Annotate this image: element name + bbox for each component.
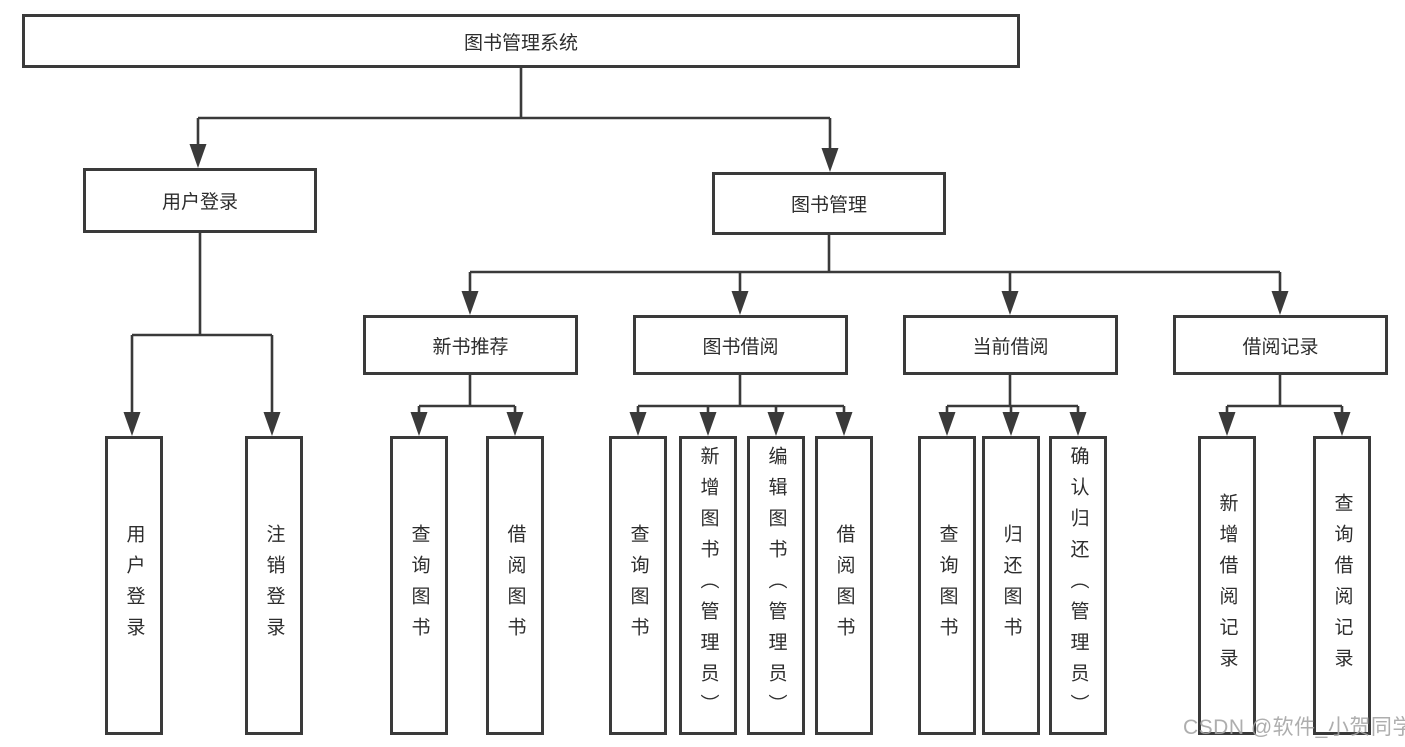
node-leaf-nb-query-book: 查询图书 (390, 436, 448, 735)
node-label: 归还图书 (1000, 523, 1022, 648)
node-leaf-nb-borrow-book: 借阅图书 (486, 436, 544, 735)
node-leaf-bb-query-book: 查询图书 (609, 436, 667, 735)
node-label: 编辑图书（管理员） (765, 446, 787, 725)
node-leaf-cb-return-book: 归还图书 (982, 436, 1040, 735)
node-leaf-logout: 注销登录 (245, 436, 303, 735)
node-label: 确认归还（管理员） (1067, 446, 1089, 725)
node-root: 图书管理系统 (22, 14, 1020, 68)
node-borrow-record: 借阅记录 (1173, 315, 1388, 375)
node-label: 注销登录 (263, 523, 285, 648)
node-current-borrow: 当前借阅 (903, 315, 1118, 375)
node-label: 查询图书 (408, 523, 430, 648)
node-label: 借阅图书 (833, 523, 855, 648)
node-leaf-bb-edit-book: 编辑图书（管理员） (747, 436, 805, 735)
node-user-login: 用户登录 (83, 168, 317, 233)
node-leaf-br-add-record: 新增借阅记录 (1198, 436, 1256, 735)
node-label: 查询图书 (936, 523, 958, 648)
node-new-book-recommend: 新书推荐 (363, 315, 578, 375)
node-label: 新增图书（管理员） (697, 446, 719, 725)
node-label: 查询图书 (627, 523, 649, 648)
node-book-management: 图书管理 (712, 172, 946, 235)
node-leaf-br-query-record: 查询借阅记录 (1313, 436, 1371, 735)
node-leaf-bb-add-book: 新增图书（管理员） (679, 436, 737, 735)
node-leaf-bb-borrow-book: 借阅图书 (815, 436, 873, 735)
node-label: 新增借阅记录 (1216, 492, 1238, 679)
csdn-watermark: CSDN @软件_小贺同学 (1183, 716, 1405, 739)
node-leaf-user-login: 用户登录 (105, 436, 163, 735)
node-label: 查询借阅记录 (1331, 492, 1353, 679)
node-leaf-cb-confirm-return: 确认归还（管理员） (1049, 436, 1107, 735)
node-book-borrow: 图书借阅 (633, 315, 848, 375)
node-label: 用户登录 (123, 523, 145, 648)
node-label: 借阅图书 (504, 523, 526, 648)
node-leaf-cb-query-book: 查询图书 (918, 436, 976, 735)
